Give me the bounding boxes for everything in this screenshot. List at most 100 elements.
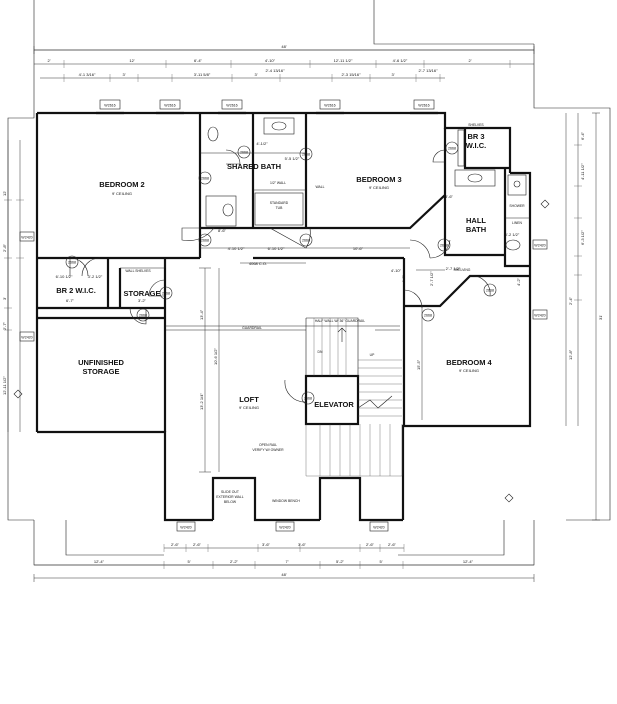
dimension-label: 12'-8": [568, 349, 573, 360]
tag-label: W2420: [373, 526, 384, 530]
dimension-label: 3': [255, 72, 258, 77]
tag-label: 2668: [162, 291, 170, 295]
tag-label: 2668: [486, 288, 494, 292]
dimension-label: 2'-7 1/2": [429, 271, 434, 286]
dimension-label: 8'-6": [218, 228, 227, 233]
tag-label: 2668: [302, 152, 310, 156]
room-bedroom-2: BEDROOM 2: [99, 180, 144, 189]
tag-label: 2668: [302, 238, 310, 242]
door-tag: 2668: [483, 283, 497, 297]
room-br3-wic-line1: BR 3: [467, 132, 484, 141]
ceiling-bedroom-3: 9' CEILING: [369, 185, 389, 190]
note-slide-out: SLIDE OUT: [221, 490, 239, 494]
dimension-label: 12'-11 1/2": [2, 376, 7, 395]
room-hall-bath-line2: BATH: [466, 225, 486, 234]
dimension-label: 5'-2": [336, 559, 345, 564]
dimension-label: 7': [286, 559, 289, 564]
dimension-label: 3'-6": [298, 542, 307, 547]
door-tag: 2668: [299, 147, 313, 161]
dimension-label: 2'-8": [2, 243, 7, 252]
note-tub: STANDARD: [270, 201, 289, 205]
room-storage: STORAGE: [124, 289, 161, 298]
tag-label: W2616: [418, 104, 429, 108]
door-tag: 2668: [237, 145, 251, 159]
window-tag: W2420: [532, 309, 548, 320]
sink-hall-bath: [454, 169, 496, 187]
tag-label: 2668: [68, 260, 76, 264]
tag-label: 2668: [201, 238, 209, 242]
dimension-label: 6'-10 1/2": [268, 246, 285, 251]
plan-notes: WALL SHELVES SHELVES LINEN HALF WALL W/ …: [125, 123, 525, 504]
dimension-label: 2'-6": [193, 542, 202, 547]
window-tag: W2616: [410, 99, 438, 115]
room-shared-bath: SHARED BATH: [227, 162, 281, 171]
note-open-rail: OPEN RAIL: [259, 443, 277, 447]
dimension-label: 6'-4": [580, 131, 585, 140]
dimension-label: 31': [598, 315, 603, 320]
section-marker-left: [13, 389, 23, 399]
note-wall-shelves: WALL SHELVES: [125, 269, 151, 273]
tag-label: 2668: [424, 313, 432, 317]
dimension-label: 6'-7": [66, 298, 75, 303]
note-half: 1/2" WALL: [270, 181, 286, 185]
dimension-label: 3': [392, 72, 395, 77]
dimension-label: 12'-4": [94, 559, 105, 564]
tag-label: 2668: [440, 243, 448, 247]
window-tag: W2420: [532, 239, 548, 250]
tag-label: W2420: [21, 236, 32, 240]
exterior-walls: [35, 111, 532, 522]
dimension-label: 6'-10 1/2": [56, 274, 73, 279]
door-tag: 2668: [237, 151, 239, 153]
tag-label: W2420: [180, 526, 191, 530]
tub-shared-bath: [254, 192, 304, 226]
ceiling-loft: 9' CEILING: [239, 405, 259, 410]
door-tag: 2668: [301, 391, 315, 405]
dimension-label: 12'-11 1/2": [334, 58, 353, 63]
window-tag: W2420: [19, 331, 35, 342]
dimension-label: 4'-6 1/2": [393, 58, 408, 63]
tag-label: 2668: [304, 396, 312, 400]
dimension-label: 4'-11 1/2": [580, 163, 585, 180]
sink-shared-bath: [263, 117, 295, 135]
door-tag: 2668: [65, 255, 79, 269]
note-below: BELOW: [224, 500, 237, 504]
tag-label: W2616: [104, 104, 115, 108]
shower-shared-bath: [205, 195, 237, 227]
door-swings: [69, 149, 491, 403]
dimension-label: 5': [380, 559, 383, 564]
door-tag: 2668: [445, 141, 459, 155]
ceiling-bedroom-2: 9' CEILING: [112, 191, 132, 196]
door-tag: 2668: [136, 308, 150, 322]
section-markers: [13, 199, 550, 503]
note-exterior-wall: EXTERIOR WALL: [216, 495, 243, 499]
dimension-label: 2'-2": [230, 559, 239, 564]
ceiling-bedroom-4: 9' CEILING: [459, 368, 479, 373]
dimension-label: 10'-6": [353, 246, 364, 251]
tag-label: W2420: [279, 526, 290, 530]
note-wall: WALL: [315, 185, 324, 189]
tag-label: 2668: [448, 146, 456, 150]
dimension-label: 10'-6 1/2": [213, 348, 218, 365]
dimension-label: 3'-6": [262, 542, 271, 547]
dimension-label: 5'-6": [445, 194, 454, 199]
dimension-label: 15'-5": [416, 359, 421, 370]
window-tag: W2616: [218, 99, 246, 115]
tag-label: W2420: [534, 314, 545, 318]
note-tub2: TUB: [276, 206, 284, 210]
interior-walls: [37, 113, 530, 477]
door-tag: 2668: [159, 286, 173, 300]
window-tag: W2616: [96, 99, 124, 115]
section-marker-right: [540, 199, 550, 209]
window-tag: W2616: [316, 99, 344, 115]
room-br2-wic: BR 2 W.I.C.: [56, 286, 96, 295]
note-shower: SHOWER: [509, 204, 525, 208]
dimension-label: 12'-4": [463, 559, 474, 564]
room-bedroom-3: BEDROOM 3: [356, 175, 401, 184]
dimension-label: 2'-6": [171, 542, 180, 547]
dimension-label: 3'-11 5/8": [194, 72, 211, 77]
window-tags: W2616 W2616 W2616 W2616 W2616 W2420 W242…: [19, 99, 548, 532]
room-loft: LOFT: [239, 395, 259, 404]
fixtures: [205, 117, 527, 251]
dimension-label: 48': [281, 572, 286, 577]
note-verify: VERIFY W/ OWNER: [252, 448, 284, 452]
